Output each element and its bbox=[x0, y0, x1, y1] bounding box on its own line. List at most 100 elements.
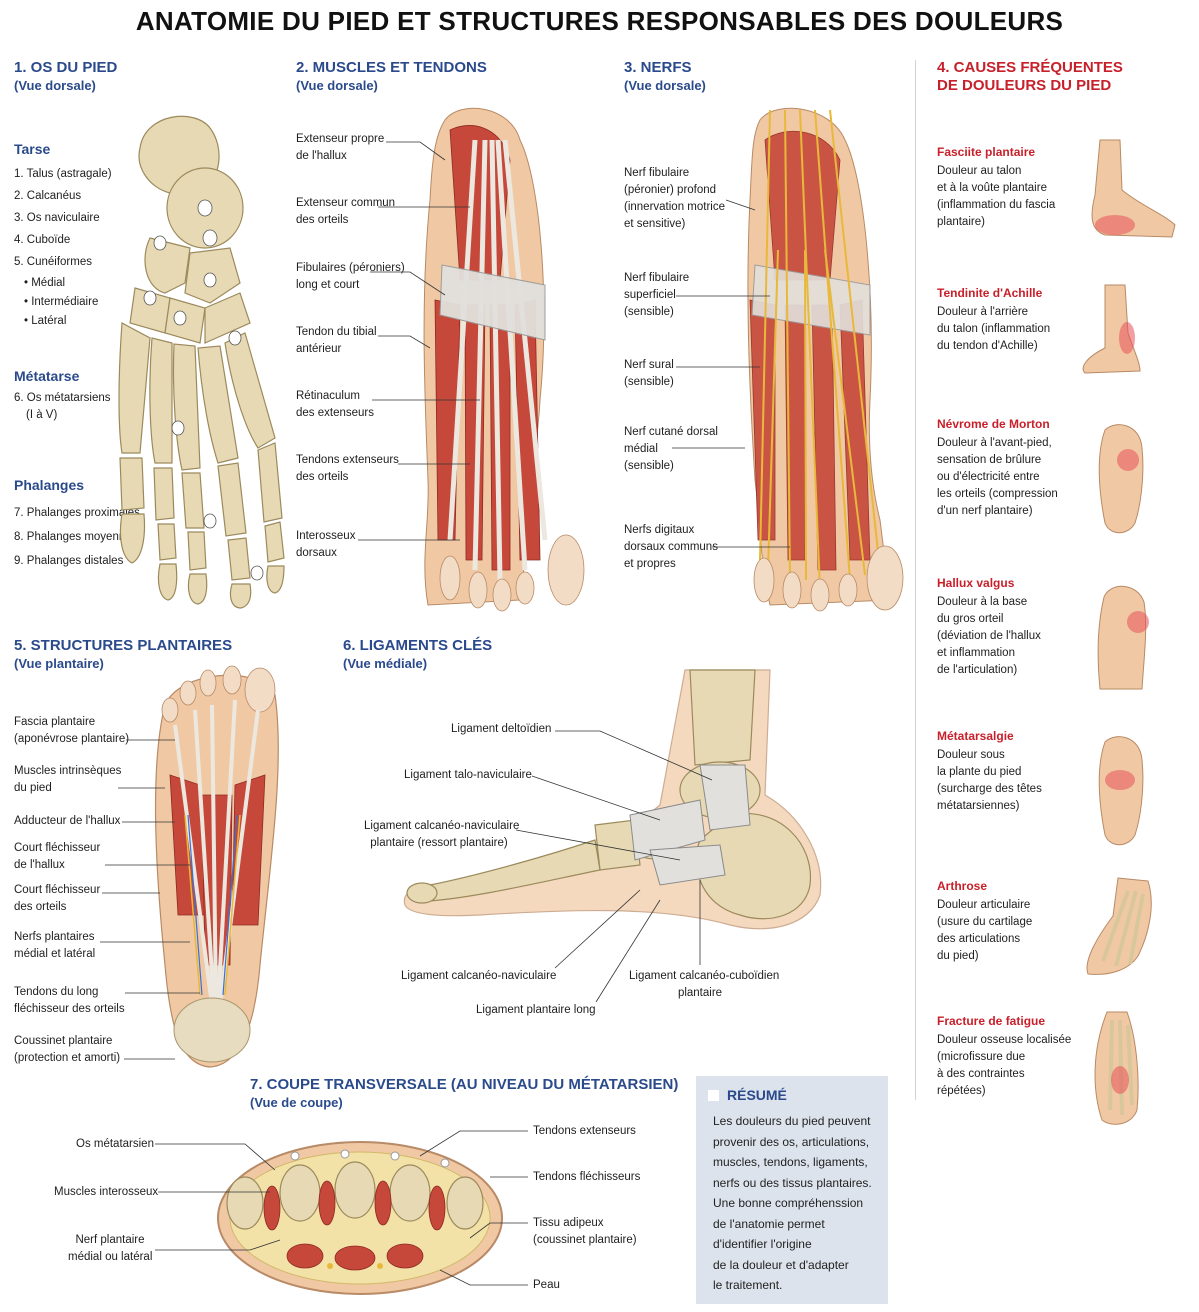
label-line: Extenseur commun bbox=[296, 197, 396, 209]
plantar-label: Court fléchisseur des orteils bbox=[14, 882, 100, 916]
label-line: Ligament calcanéo-cuboïdien bbox=[629, 970, 780, 982]
cause-line: Douleur articulaire bbox=[937, 899, 1031, 911]
label-line: médial ou latéral bbox=[68, 1251, 153, 1263]
tarse-item: 1. Talus (astragale) bbox=[14, 168, 112, 180]
cause-line: du pied) bbox=[937, 950, 979, 962]
summary-line: Une bonne compréhenssion bbox=[713, 1196, 864, 1210]
cause-title: Névrome de Morton bbox=[937, 417, 1050, 431]
label-line: Coussinet plantaire bbox=[14, 1035, 113, 1047]
stress-fracture-thumbnail bbox=[1094, 1011, 1139, 1125]
section-5-header: 5. STRUCTURES PLANTAIRES (Vue plantaire) bbox=[14, 637, 232, 673]
section-6-header: 6. LIGAMENTS CLÉS (Vue médiale) bbox=[343, 637, 492, 673]
summary-line: le traitement. bbox=[713, 1278, 783, 1292]
label-line: Nerfs plantaires bbox=[14, 931, 95, 943]
tarse-list: 1. Talus (astragale) 2. Calcanéus 3. Os … bbox=[14, 163, 112, 331]
summary-line: de la douleur et d'adapter bbox=[713, 1257, 849, 1272]
tarse-heading: Tarse bbox=[14, 141, 51, 157]
metatarsalgia-thumbnail bbox=[1098, 736, 1144, 846]
section-6-view: (Vue médiale) bbox=[343, 656, 428, 671]
metatarse-list: 6. Os métatarsiens (I à V) bbox=[14, 390, 111, 424]
cause-line: Douleur à l'avant-pied, bbox=[937, 437, 1052, 449]
cause-item: Fracture de fatigue Douleur osseuse loca… bbox=[937, 1014, 1097, 1100]
cause-line: répétées) bbox=[937, 1085, 986, 1097]
summary-line: d'identifier l'origine bbox=[713, 1237, 812, 1251]
cause-line: du talon (inflammation bbox=[937, 323, 1051, 335]
cross-label-skin: Peau bbox=[533, 1279, 560, 1291]
tarse-item: 3. Os naviculaire bbox=[14, 212, 100, 224]
label-line: Tendons du long bbox=[14, 986, 99, 998]
label-line: médial bbox=[624, 443, 658, 455]
label-line: Nerf cutané dorsal bbox=[624, 426, 718, 438]
cause-line: et à la voûte plantaire bbox=[937, 182, 1047, 194]
section-1-header: 1. OS DU PIED (Vue dorsale) bbox=[14, 59, 117, 95]
section-2-view: (Vue dorsale) bbox=[296, 78, 378, 93]
metatarse-group: Métatarse 6. Os métatarsiens (I à V) bbox=[14, 368, 111, 424]
section-1-view: (Vue dorsale) bbox=[14, 78, 96, 93]
label-line: de l'hallux bbox=[296, 150, 347, 162]
label-line: antérieur bbox=[296, 343, 342, 355]
ligaments-illustration bbox=[403, 669, 822, 930]
muscle-label: Fibulaires (péroniers)long et court bbox=[296, 260, 405, 294]
cross-label-bone: Os métatarsien bbox=[76, 1138, 154, 1150]
label-line: long et court bbox=[296, 279, 360, 291]
plantar-label: Coussinet plantaire(protection et amorti… bbox=[14, 1033, 120, 1067]
tarse-subitem: • Latéral bbox=[24, 315, 67, 327]
cause-line: (surcharge des têtes bbox=[937, 783, 1042, 795]
phalanges-item: 8. Phalanges moyennes bbox=[14, 531, 138, 543]
label-line: Nerf sural bbox=[624, 359, 674, 371]
phalanges-heading: Phalanges bbox=[14, 477, 85, 493]
cause-line: plantaire) bbox=[937, 216, 985, 228]
cause-line: (déviation de l'hallux bbox=[937, 630, 1041, 642]
section-2-header: 2. MUSCLES ET TENDONS (Vue dorsale) bbox=[296, 59, 487, 95]
cause-line: du gros orteil bbox=[937, 613, 1004, 625]
label-line: et propres bbox=[624, 558, 676, 570]
tarse-item: 4. Cuboïde bbox=[14, 234, 71, 246]
label-line: Interosseux bbox=[296, 530, 356, 542]
cause-line: la plante du pied bbox=[937, 766, 1022, 778]
section-3-view: (Vue dorsale) bbox=[624, 78, 706, 93]
section-4-header: 4. CAUSES FRÉQUENTES DE DOULEURS DU PIED bbox=[937, 59, 1123, 95]
nerve-label: Nerf fibulaire(péronier) profond(innerva… bbox=[624, 165, 725, 233]
cause-line: de l'articulation) bbox=[937, 664, 1018, 676]
plantar-label: Adducteur de l'hallux bbox=[14, 813, 120, 830]
summary-box: RÉSUMÉ Les douleurs du pied peuvent prov… bbox=[696, 1076, 888, 1304]
label-line: Muscles intrinsèques bbox=[14, 765, 122, 777]
plantar-structures-illustration bbox=[154, 665, 279, 1068]
cause-line: à des contraintes bbox=[937, 1068, 1025, 1080]
label-line: des orteils bbox=[14, 901, 67, 913]
summary-line: provenir des os, articulations, bbox=[713, 1134, 870, 1149]
cause-line: Douleur à la base bbox=[937, 596, 1028, 608]
cause-line: du tendon d'Achille) bbox=[937, 340, 1038, 352]
cause-line: Douleur à l'arrière bbox=[937, 306, 1029, 318]
cause-line: des articulations bbox=[937, 933, 1021, 945]
cross-section-illustration bbox=[217, 1141, 503, 1295]
arthrosis-thumbnail bbox=[1086, 877, 1152, 975]
label-line: Extenseur propre bbox=[296, 133, 385, 145]
cause-line: d'un nerf plantaire) bbox=[937, 505, 1033, 517]
label-line: Nerf fibulaire bbox=[624, 167, 690, 179]
phalanges-item: 9. Phalanges distales bbox=[14, 555, 124, 567]
phalanges-item: 7. Phalanges proximales bbox=[14, 507, 140, 519]
section-2-heading: 2. MUSCLES ET TENDONS bbox=[296, 59, 487, 76]
label-line: Court fléchisseur bbox=[14, 884, 101, 896]
section-5-view: (Vue plantaire) bbox=[14, 656, 104, 671]
section-3-heading: 3. NERFS bbox=[624, 59, 692, 76]
metatarse-item: (I à V) bbox=[26, 409, 58, 421]
section-4-heading-line-1: 4. CAUSES FRÉQUENTES bbox=[937, 59, 1123, 76]
achilles-tendinitis-thumbnail bbox=[1082, 284, 1141, 374]
cross-label-flexors: Tendons fléchisseurs bbox=[533, 1171, 641, 1183]
label-line: Fascia plantaire bbox=[14, 716, 96, 728]
summary-line: Les douleurs du pied peuvent bbox=[713, 1114, 871, 1128]
morton-neuroma-thumbnail bbox=[1098, 424, 1144, 534]
section-3-header: 3. NERFS (Vue dorsale) bbox=[624, 59, 706, 95]
summary-line: de l'anatomie permet bbox=[713, 1216, 825, 1231]
metatarse-heading: Métatarse bbox=[14, 368, 80, 384]
